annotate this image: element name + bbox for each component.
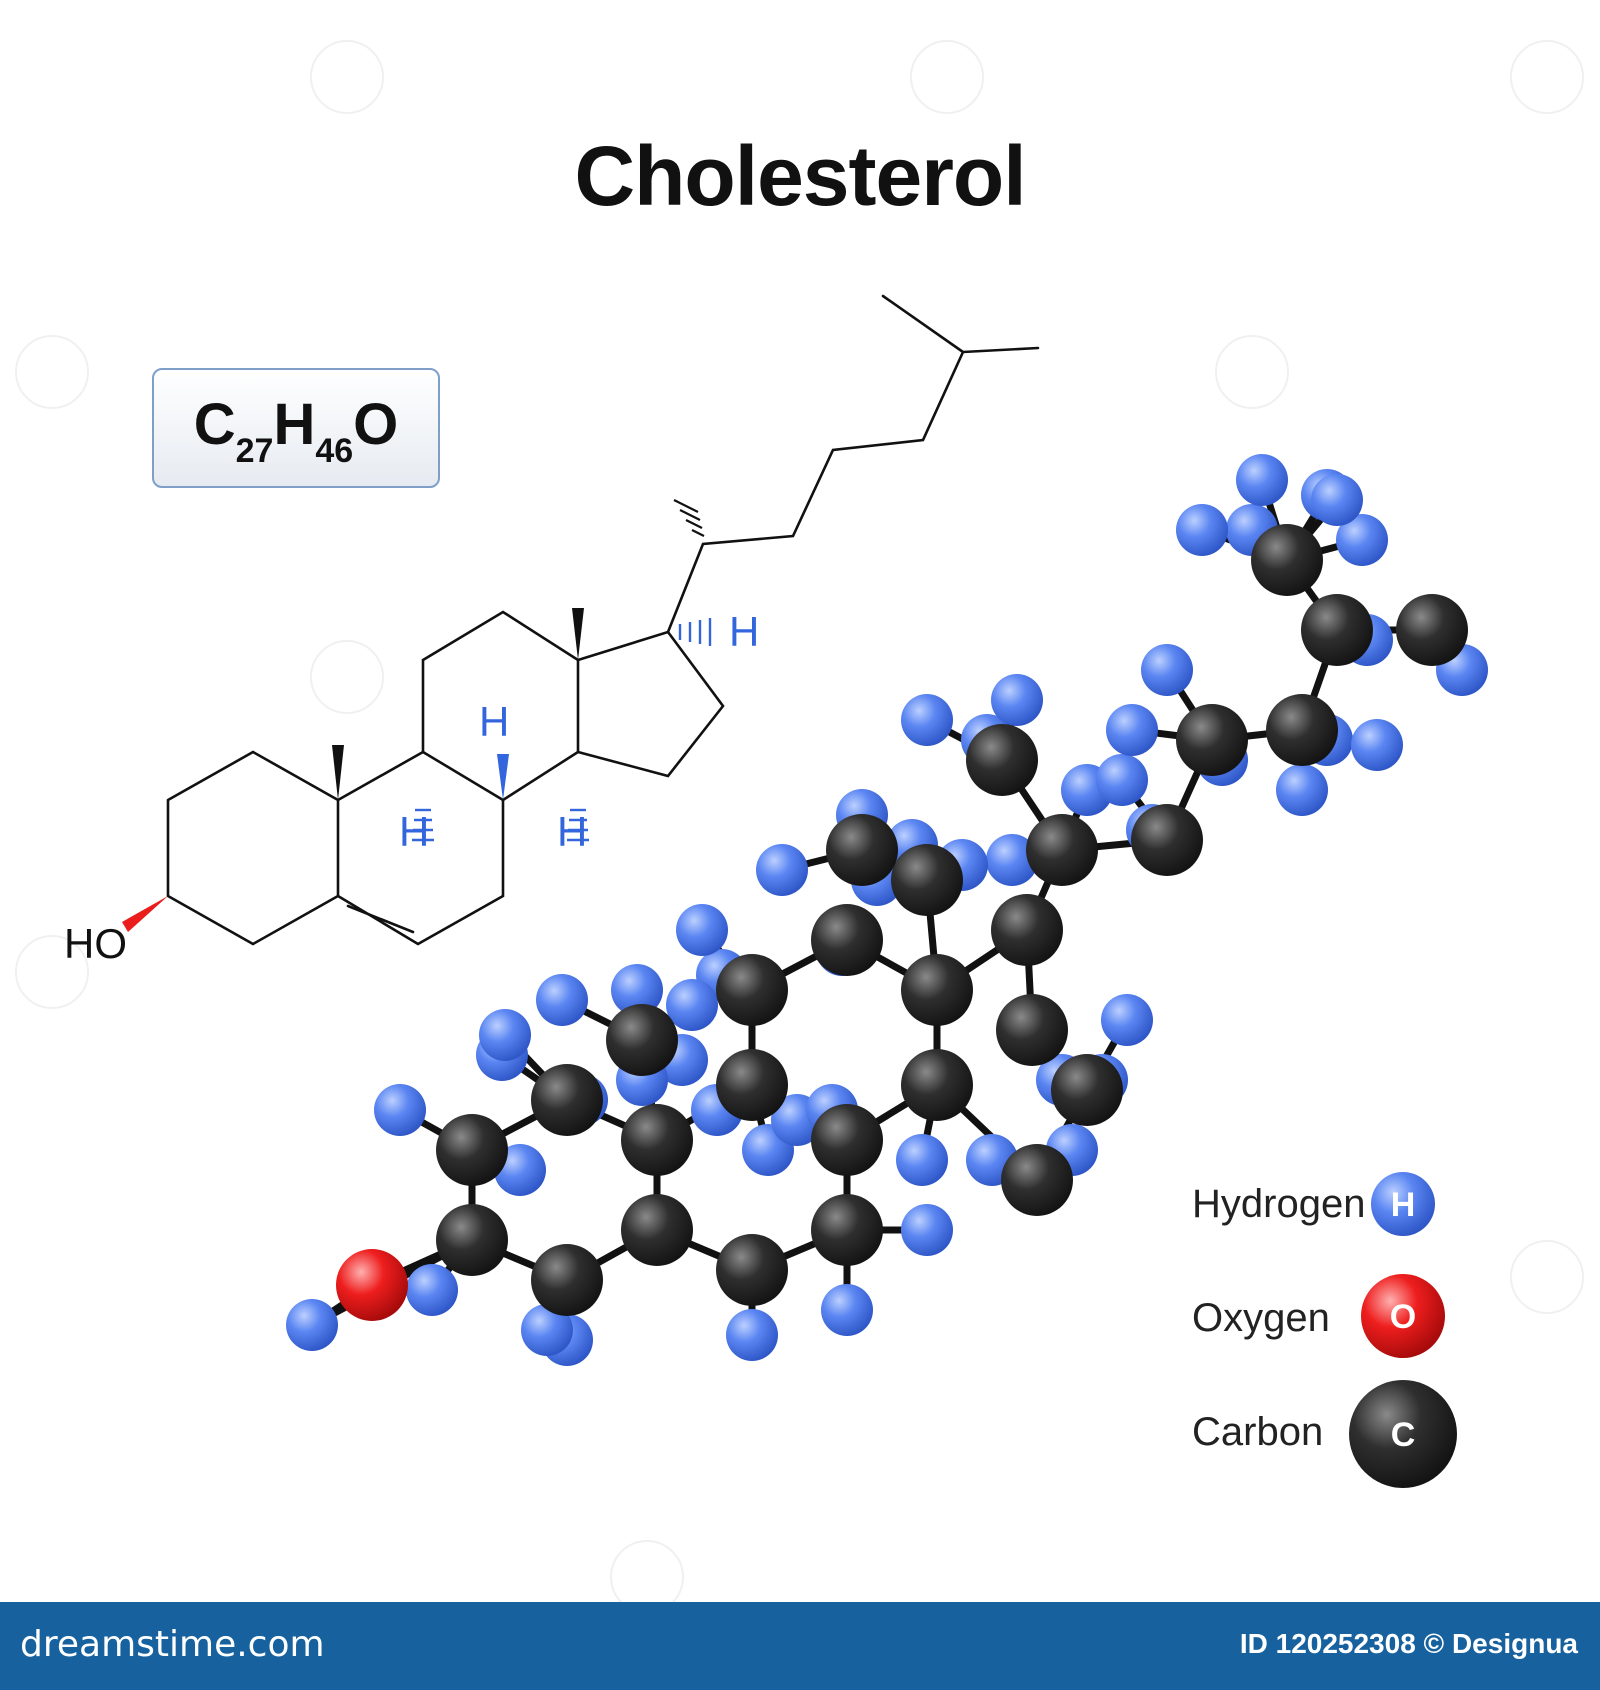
carbon-atom <box>991 894 1063 966</box>
carbon-atom <box>621 1194 693 1266</box>
h-wedge <box>497 754 509 800</box>
carbon-atom <box>996 994 1068 1066</box>
hydrogen-atom <box>986 834 1038 886</box>
carbon-atom <box>436 1204 508 1276</box>
oxygen-atom <box>336 1249 408 1321</box>
molecular-formula: C27H46O <box>193 392 399 470</box>
carbon-atom <box>621 1104 693 1176</box>
hydrogen-atom <box>536 974 588 1026</box>
hydrogen-atom <box>1336 514 1388 566</box>
hydrogen-atom <box>896 1134 948 1186</box>
carbon-atom <box>436 1114 508 1186</box>
carbon-atom <box>1026 814 1098 886</box>
hydrogen-atom <box>611 964 663 1016</box>
hydrogen-atom <box>901 694 953 746</box>
carbon-atom <box>1266 694 1338 766</box>
methyl-wedge <box>332 745 344 800</box>
methyl-wedge <box>572 608 584 660</box>
h-label: H <box>479 698 509 745</box>
watermark-swirl <box>15 335 89 409</box>
svg-text:C: C <box>1391 1416 1416 1454</box>
hydrogen-atom <box>1351 719 1403 771</box>
hydrogen-atom <box>286 1299 338 1351</box>
watermark-swirl <box>15 935 89 1009</box>
carbon-atom <box>811 1194 883 1266</box>
carbon-atom <box>1001 1144 1073 1216</box>
carbon-atom <box>901 1049 973 1121</box>
watermark-swirl <box>1510 40 1584 114</box>
hydrogen-atom <box>901 1204 953 1256</box>
hydrogen-atom <box>821 1284 873 1336</box>
hydroxyl-wedge <box>122 896 168 932</box>
carbon-atom <box>1396 594 1468 666</box>
hydrogen-atom <box>666 979 718 1031</box>
carbon-atom <box>716 954 788 1026</box>
carbon-atom <box>1251 524 1323 596</box>
hydrogen-atom <box>1311 474 1363 526</box>
watermark-swirl <box>310 640 384 714</box>
hydrogen-atom <box>1236 454 1288 506</box>
ball-and-stick-model <box>286 454 1488 1366</box>
h-label: H <box>557 808 587 855</box>
carbon-atom <box>716 1049 788 1121</box>
hydrogen-atom <box>676 904 728 956</box>
watermark-swirl <box>1510 1240 1584 1314</box>
legend-oxygen-label: Oxygen <box>1192 1296 1330 1340</box>
hydrogen-atom <box>1176 504 1228 556</box>
h-label: H <box>729 608 759 655</box>
h-label: H <box>399 808 429 855</box>
carbon-atom <box>716 1234 788 1306</box>
hydrogen-atom <box>726 1309 778 1361</box>
carbon-atom <box>1301 594 1373 666</box>
footer-bar: dreamstime.com ID 120252308 © Designua <box>0 1602 1600 1690</box>
carbon-atom <box>966 724 1038 796</box>
carbon-atom <box>606 1004 678 1076</box>
legend-carbon-label: Carbon <box>1192 1410 1324 1454</box>
watermark-logo[interactable]: dreamstime.com <box>20 1624 325 1665</box>
carbon-atom <box>531 1064 603 1136</box>
hydrogen-atom <box>521 1304 573 1356</box>
hydrogen-atom <box>374 1084 426 1136</box>
carbon-atom <box>811 1104 883 1176</box>
carbon-atom <box>1051 1054 1123 1126</box>
carbon-atom <box>1176 704 1248 776</box>
hydrogen-atom <box>1101 994 1153 1046</box>
hydrogen-atom <box>406 1264 458 1316</box>
hydroxyl-label: HO <box>64 920 127 967</box>
watermark-swirl <box>910 40 984 114</box>
hydrogen-atom <box>1096 754 1148 806</box>
hydrogen-atom <box>756 844 808 896</box>
watermark-swirl <box>1215 335 1289 409</box>
carbon-atom <box>826 814 898 886</box>
legend-hydrogen-label: Hydrogen <box>1192 1182 1366 1226</box>
carbon-atom <box>891 844 963 916</box>
hydrogen-atom <box>991 674 1043 726</box>
carbon-atom <box>531 1244 603 1316</box>
watermark-swirl <box>310 40 384 114</box>
formula-box: C27H46O <box>152 368 440 488</box>
carbon-atom <box>811 904 883 976</box>
hydrogen-atom <box>1141 644 1193 696</box>
image-id-credit: ID 120252308 © Designua <box>1239 1628 1578 1659</box>
carbon-atom <box>901 954 973 1026</box>
hydrogen-atom <box>1276 764 1328 816</box>
diagram-title: Cholesterol <box>574 129 1026 223</box>
hydrogen-atom <box>1106 704 1158 756</box>
skeletal-structure: HO H H H H <box>64 294 1040 967</box>
hydrogen-atom <box>479 1009 531 1061</box>
carbon-atom <box>1131 804 1203 876</box>
